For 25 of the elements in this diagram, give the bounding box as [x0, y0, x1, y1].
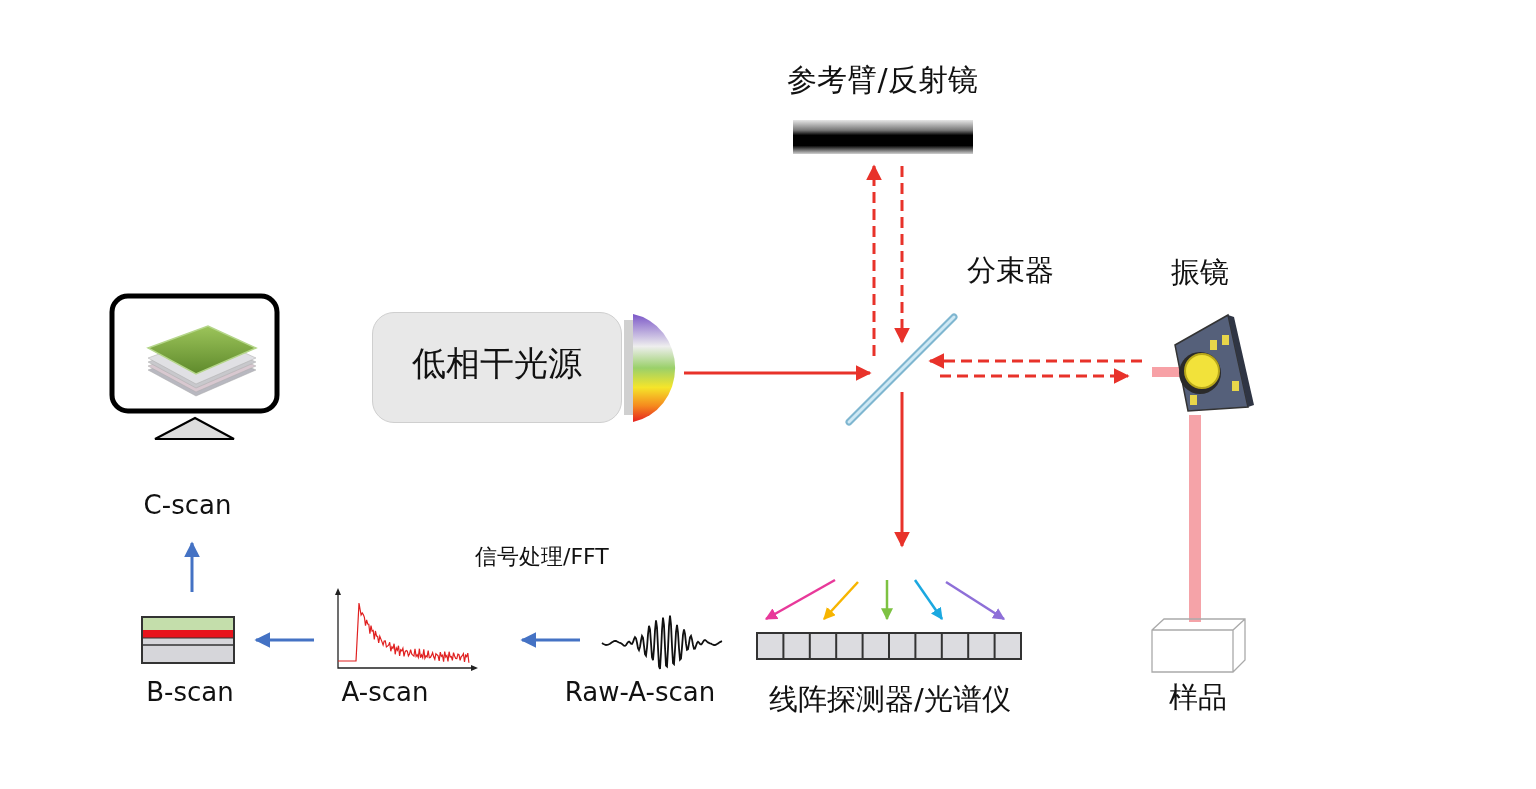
- scan-label: A-scan: [340, 677, 430, 709]
- scan-label: B-scan: [145, 677, 235, 709]
- arrow: [520, 632, 580, 648]
- scan-label: Raw-A-scan: [563, 677, 717, 709]
- light-beam: [1189, 415, 1201, 622]
- arrow: [684, 365, 872, 381]
- arrow: [823, 581, 859, 620]
- arrow: [866, 164, 882, 356]
- sample-label: 样品: [1167, 680, 1228, 715]
- arrow: [894, 392, 910, 548]
- mirror-label: 参考臂/反射镜: [786, 62, 979, 98]
- arrow: [913, 579, 944, 620]
- splitter-label: 分束器: [965, 253, 1055, 288]
- source-label: 低相干光源: [411, 343, 583, 384]
- detector-label: 线阵探测器/光谱仪: [768, 682, 1012, 717]
- scan-label: C-scan: [142, 490, 233, 522]
- arrow: [254, 632, 314, 648]
- arrow: [184, 541, 200, 592]
- galvo-label: 振镜: [1170, 255, 1230, 290]
- arrow: [928, 353, 1142, 369]
- arrow: [945, 580, 1005, 621]
- arrow: [940, 368, 1130, 384]
- arrow: [764, 578, 836, 621]
- arrow: [894, 166, 910, 344]
- arrow: [881, 580, 893, 621]
